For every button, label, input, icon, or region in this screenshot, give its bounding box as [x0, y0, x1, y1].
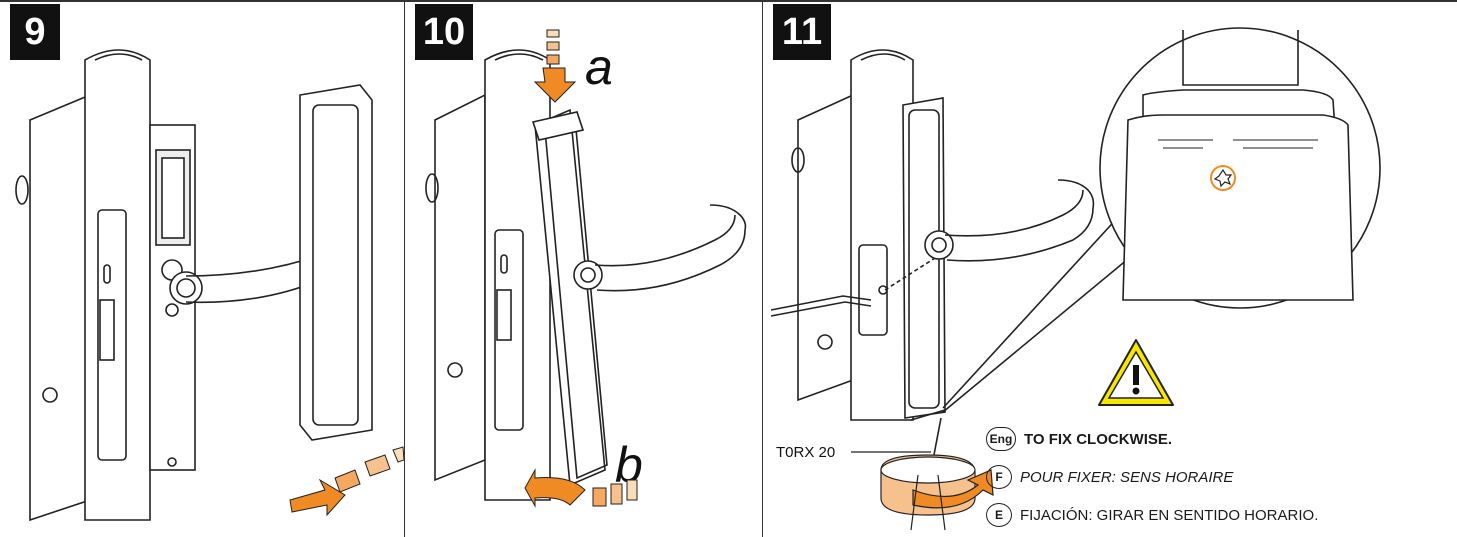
instruction-text-es: FIJACIÓN: GIRAR EN SENTIDO HORARIO.	[1020, 506, 1319, 524]
handle-mounting-illustration	[425, 29, 747, 508]
top-border	[0, 0, 1457, 2]
panel-step-11: 11	[763, 0, 1457, 537]
panel-step-9: 9	[0, 0, 404, 537]
torx-screw-icon	[1210, 165, 1236, 191]
step-number-9: 9	[10, 4, 60, 60]
divider	[404, 0, 405, 537]
instruction-text-fr: POUR FIXER: SENS HORAIRE	[1020, 468, 1234, 486]
instruction-english: Eng TO FIX CLOCKWISE.	[986, 425, 1172, 453]
instruction-french: F POUR FIXER: SENS HORAIRE	[986, 463, 1233, 491]
torx-label: T0RX 20	[776, 444, 836, 461]
magnified-detail	[1099, 27, 1381, 309]
language-badge-fr: F	[986, 465, 1012, 489]
step-number-10: 10	[415, 4, 473, 60]
lock-assembly-illustration	[15, 49, 404, 522]
instruction-spanish: E FIJACIÓN: GIRAR EN SENTIDO HORARIO.	[986, 501, 1318, 529]
divider	[762, 0, 763, 537]
panel-step-10: 10 a b	[405, 0, 762, 537]
step-number-11: 11	[773, 4, 831, 60]
screw-fixing-illustration	[770, 27, 1381, 531]
arrow-icon	[289, 446, 404, 517]
language-badge-en: Eng	[986, 427, 1016, 451]
warning-triangle-icon	[1098, 339, 1174, 406]
instruction-text-en: TO FIX CLOCKWISE.	[1024, 430, 1173, 448]
arrow-icon	[880, 454, 994, 531]
arrow-icon	[533, 29, 577, 103]
arrow-icon	[524, 468, 638, 508]
language-badge-es: E	[986, 503, 1012, 527]
label-a: a	[585, 39, 613, 95]
